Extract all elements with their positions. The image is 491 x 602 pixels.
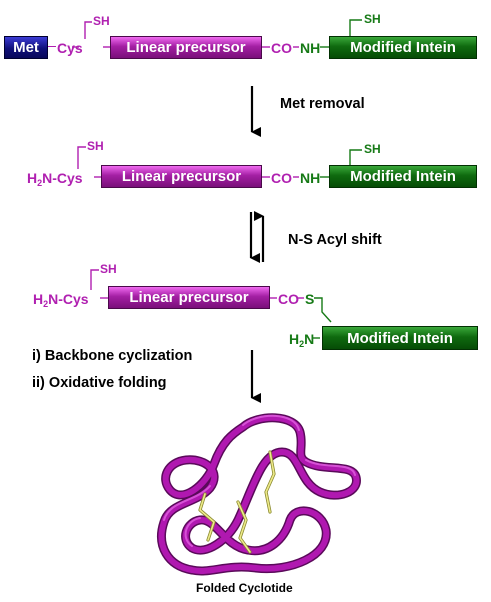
h2n-intein-prefix: H — [289, 331, 300, 347]
h2n-suffix-3: N-Cys — [48, 291, 89, 307]
s-label-3: S — [305, 291, 315, 307]
h2n-subscript: 2 — [37, 178, 43, 188]
modified-intein-box-3: Modified Intein — [322, 326, 478, 350]
step-cyclization-label: i) Backbone cyclization — [32, 348, 193, 364]
h2n-intein-label: H2N — [289, 332, 314, 349]
co-label-2: CO — [271, 170, 292, 186]
folded-cyclotide-structure — [157, 413, 361, 576]
h2n-prefix: H — [27, 170, 38, 186]
h2n-cys-label: H2N-Cys — [27, 171, 83, 188]
linear-precursor-box: Linear precursor — [110, 36, 262, 59]
co-label: CO — [271, 40, 292, 56]
modified-intein-label-2: Modified Intein — [350, 168, 456, 185]
linear-precursor-label-3: Linear precursor — [129, 289, 249, 306]
h2n-cys-label-3: H2N-Cys — [33, 292, 89, 309]
met-label: Met — [13, 39, 39, 56]
h2n-prefix-3: H — [33, 291, 44, 307]
row1-connectors — [72, 19, 362, 48]
folded-cyclotide-caption: Folded Cyclotide — [196, 581, 293, 595]
step-folding-label: ii) Oxidative folding — [32, 375, 167, 391]
h2n-suffix: N-Cys — [42, 170, 83, 186]
nh-label-2: NH — [300, 170, 321, 186]
intein-sh-label-2: SH — [364, 142, 381, 156]
row2-connectors — [77, 146, 362, 178]
intein-sh-label: SH — [364, 12, 381, 26]
cys-sh-label: SH — [93, 14, 110, 28]
met-cys-bond — [48, 46, 56, 47]
co-label-3: CO — [278, 291, 299, 307]
cys-sh-label-2: SH — [87, 139, 104, 153]
row3-connectors — [90, 269, 332, 339]
modified-intein-label: Modified Intein — [350, 39, 456, 56]
modified-intein-box: Modified Intein — [329, 36, 477, 59]
linear-precursor-box-2: Linear precursor — [101, 165, 262, 188]
met-residue-box: Met — [4, 36, 48, 59]
linear-precursor-label-2: Linear precursor — [121, 168, 242, 185]
modified-intein-label-3: Modified Intein — [347, 329, 453, 347]
step-met-removal-label: Met removal — [280, 96, 365, 112]
h2n-subscript-3: 2 — [43, 299, 49, 309]
cys-label: Cys — [57, 40, 83, 56]
nh-label: NH — [300, 40, 321, 56]
linear-precursor-box-3: Linear precursor — [108, 286, 270, 309]
h2n-intein-suffix: N — [304, 331, 315, 347]
step-acyl-shift-label: N-S Acyl shift — [288, 232, 382, 248]
linear-precursor-label: Linear precursor — [126, 39, 246, 56]
cys-sh-label-3: SH — [100, 262, 117, 276]
modified-intein-box-2: Modified Intein — [329, 165, 477, 188]
h2n-intein-subscript: 2 — [299, 339, 305, 349]
